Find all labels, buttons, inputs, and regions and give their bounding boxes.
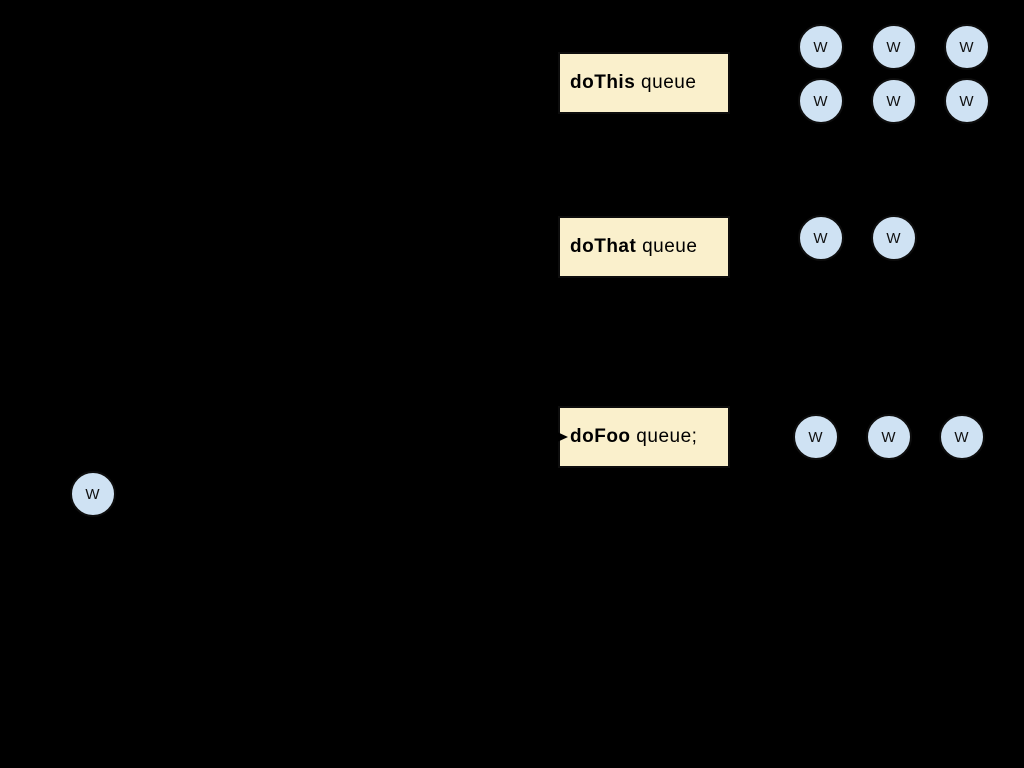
dothis-worker-group: W W W W W W [798, 24, 990, 124]
worker-circle: W [798, 215, 844, 261]
lone-worker-circle: W [70, 471, 116, 517]
dothis-queue-box: doThis queue [558, 52, 730, 114]
worker-label: W [886, 38, 902, 56]
worker-circle: W [944, 78, 990, 124]
dothat-queue-name: doThat [570, 236, 637, 257]
dofoo-queue-box: doFoo queue; [558, 406, 730, 468]
dothis-queue-name: doThis [570, 72, 636, 93]
worker-circle: W [866, 414, 912, 460]
worker-circle: W [871, 24, 917, 70]
worker-label: W [959, 92, 975, 110]
worker-label: W [881, 428, 897, 446]
worker-circle: W [944, 24, 990, 70]
worker-label: W [954, 428, 970, 446]
worker-label: W [886, 92, 902, 110]
dofoo-queue-suffix: queue; [630, 426, 698, 447]
arrow-into-dofoo-icon [555, 431, 568, 443]
worker-circle: W [793, 414, 839, 460]
worker-label: W [959, 38, 975, 56]
worker-label: W [813, 229, 829, 247]
worker-label: W [808, 428, 824, 446]
worker-circle: W [871, 215, 917, 261]
worker-circle: W [939, 414, 985, 460]
worker-label: W [813, 92, 829, 110]
worker-circle: W [871, 78, 917, 124]
worker-circle: W [798, 78, 844, 124]
dofoo-queue-name: doFoo [570, 426, 631, 447]
lone-worker-label: W [85, 485, 101, 503]
dothat-queue-suffix: queue [636, 236, 698, 257]
dothat-queue-box: doThat queue [558, 216, 730, 278]
worker-circle: W [798, 24, 844, 70]
worker-label: W [886, 229, 902, 247]
dothis-queue-suffix: queue [635, 72, 697, 93]
worker-label: W [813, 38, 829, 56]
